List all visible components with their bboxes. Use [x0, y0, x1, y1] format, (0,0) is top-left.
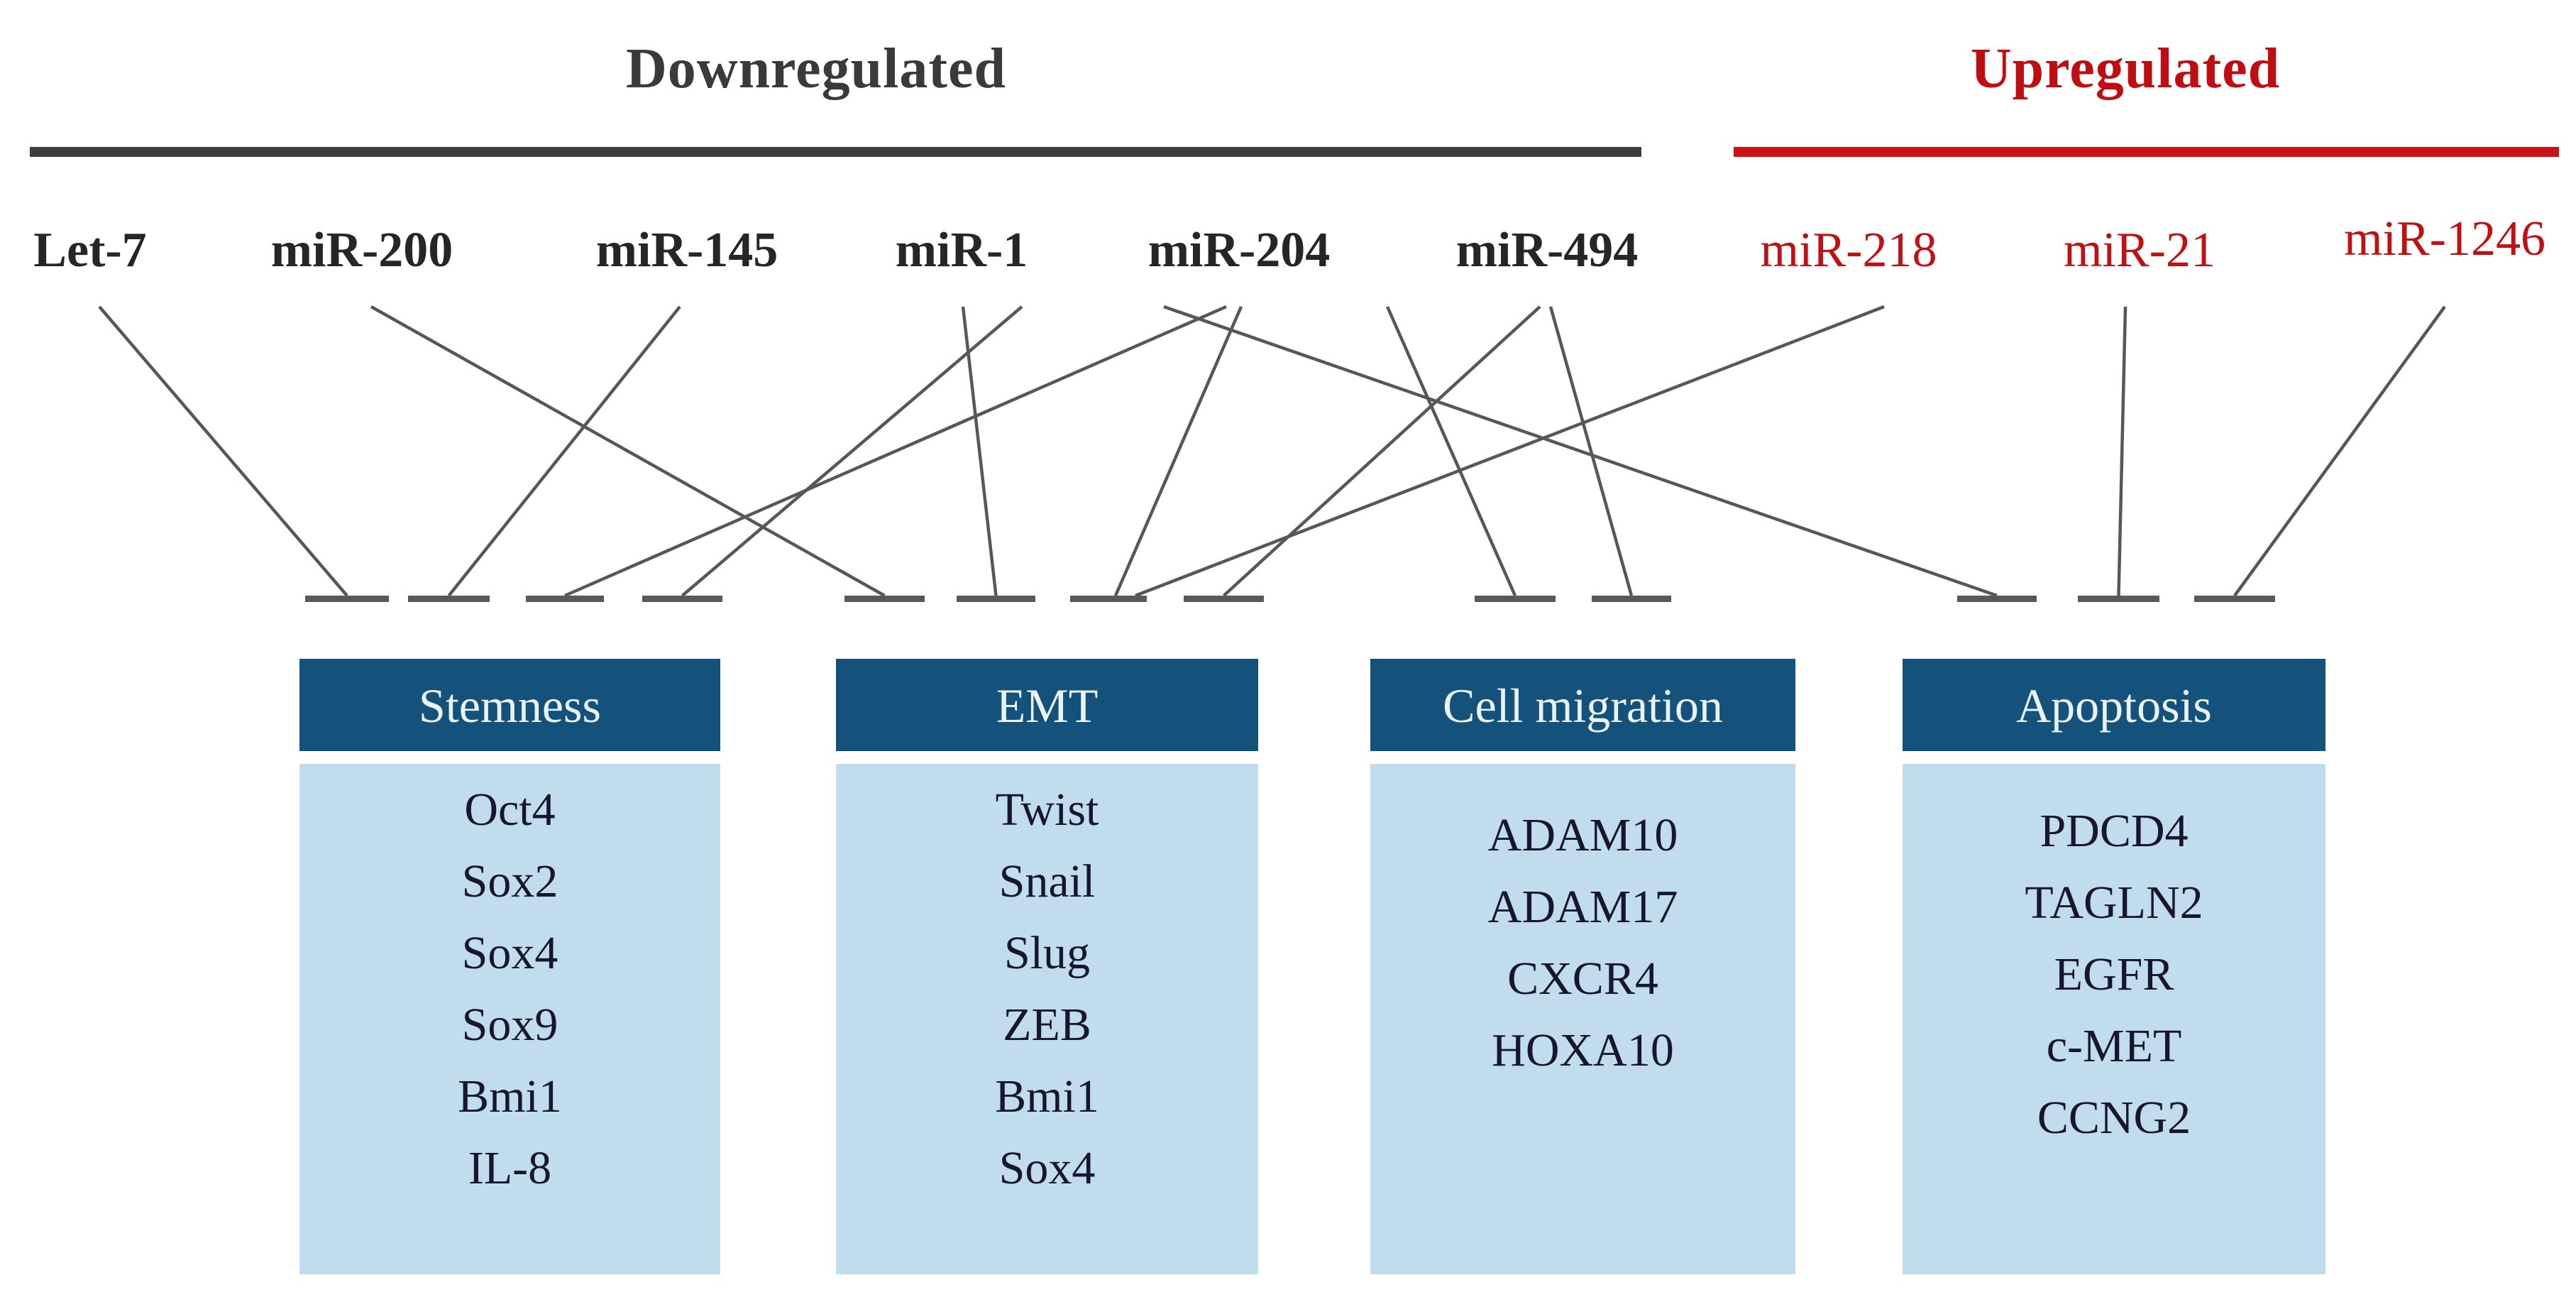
tick-mark [1957, 596, 2037, 602]
gene-item: Sox9 [461, 999, 558, 1051]
tick-mark [1070, 596, 1147, 602]
tick-mark [642, 596, 722, 602]
gene-item: Twist [995, 784, 1099, 836]
tick-mark [1184, 596, 1264, 602]
mirna-label-mir-145: miR-145 [595, 223, 778, 278]
connector-line [98, 305, 348, 597]
gene-item: Snail [998, 855, 1096, 907]
gene-item: CXCR4 [1507, 953, 1658, 1005]
mirna-label-mir-494: miR-494 [1455, 223, 1639, 278]
connector-line [2233, 305, 2446, 597]
tick-mark [844, 596, 925, 602]
gene-item: c-MET [2046, 1020, 2182, 1072]
mirna-label-mir-200: miR-200 [270, 223, 453, 278]
gene-item: IL-8 [468, 1142, 552, 1194]
gene-item: TAGLN2 [2025, 877, 2203, 929]
tick-mark [1592, 596, 1671, 602]
gene-item: CCNG2 [2037, 1092, 2191, 1144]
tick-mark [1475, 596, 1556, 602]
category-box-title: EMT [836, 659, 1258, 751]
connector-line [961, 306, 998, 596]
mirna-label-mir-21: miR-21 [2064, 223, 2216, 278]
mirna-label-mir-218: miR-218 [1760, 223, 1937, 278]
connector-line [2117, 306, 2128, 596]
connector-line [1163, 305, 1998, 598]
connector-line [447, 305, 681, 597]
mirna-label-mir-1246: miR-1246 [2344, 212, 2545, 266]
gene-item: PDCD4 [2040, 805, 2189, 857]
tick-mark [305, 596, 389, 602]
mirna-label-mir-1: miR-1 [895, 223, 1028, 278]
connector-line [1385, 306, 1517, 596]
gene-item: Sox4 [461, 927, 558, 979]
upregulated-line [1734, 147, 2559, 157]
gene-item: Sox2 [461, 855, 558, 907]
gene-item: Bmi1 [458, 1071, 562, 1122]
tick-mark [2194, 596, 2275, 602]
downregulated-line [30, 147, 1641, 157]
connector-line [1135, 305, 1885, 598]
category-box-title: Apoptosis [1903, 659, 2325, 751]
connector-line [1548, 306, 1634, 596]
downregulated-header: Downregulated [626, 38, 1006, 100]
gene-item: EGFR [2054, 948, 2174, 1000]
connector-line [564, 305, 1227, 598]
gene-item: Oct4 [464, 784, 556, 836]
upregulated-header: Upregulated [1970, 38, 2281, 100]
category-box-title: Stemness [299, 659, 720, 751]
tick-mark [2078, 596, 2159, 602]
category-box-title: Cell migration [1370, 659, 1795, 751]
tick-mark [408, 596, 490, 602]
gene-item: Bmi1 [995, 1071, 1099, 1122]
mirna-label-mir-204: miR-204 [1147, 223, 1331, 278]
connector-line [1113, 306, 1243, 596]
gene-item: Sox4 [998, 1142, 1096, 1194]
gene-item: ZEB [1003, 999, 1091, 1051]
gene-item: ADAM10 [1487, 809, 1678, 861]
gene-item: ADAM17 [1487, 881, 1678, 933]
connector-line [1222, 305, 1541, 597]
tick-mark [526, 596, 604, 602]
gene-item: HOXA10 [1492, 1024, 1674, 1076]
tick-mark [957, 596, 1035, 602]
connector-line [370, 305, 886, 597]
gene-item: Slug [1003, 927, 1091, 979]
mirna-label-let-7: Let-7 [33, 223, 147, 278]
connector-line [681, 305, 1023, 597]
